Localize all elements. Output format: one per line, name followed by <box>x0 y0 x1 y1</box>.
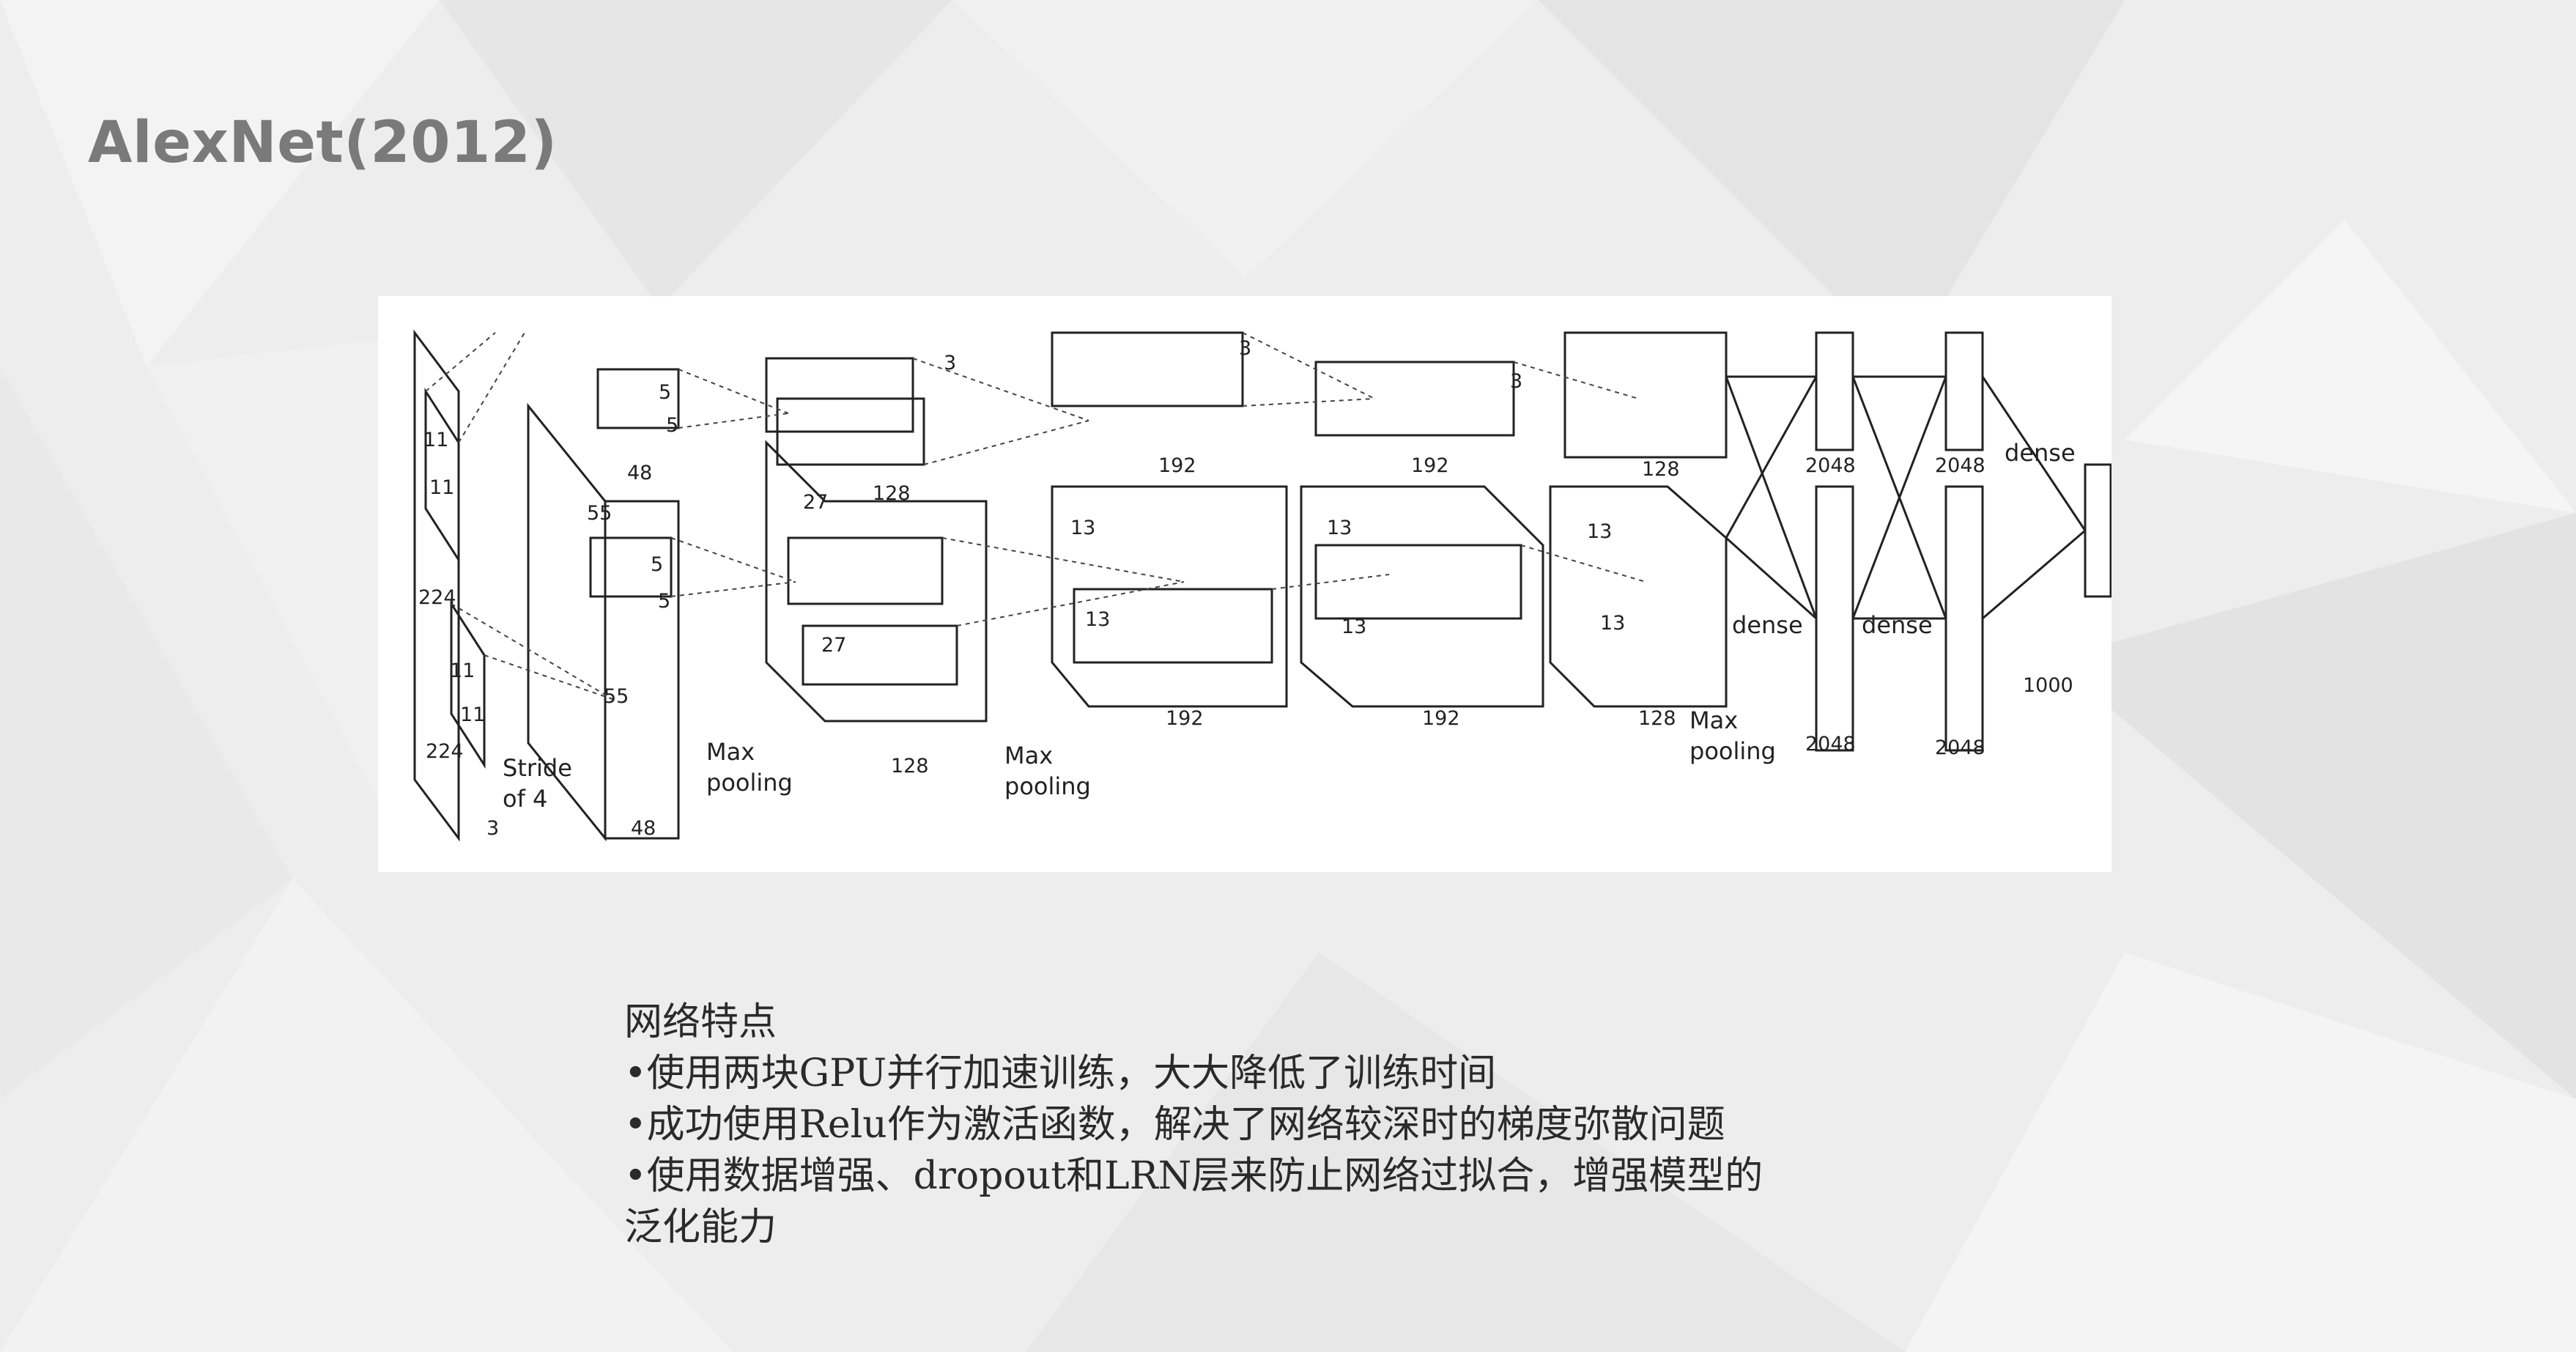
conv3-size: 13 <box>1070 517 1095 539</box>
input-depth: 3 <box>486 817 499 840</box>
output-dense-label: dense <box>2005 439 2076 467</box>
slide-title: AlexNet(2012) <box>88 110 558 176</box>
notes-item-4: 泛化能力 <box>624 1205 777 1249</box>
conv5-size-b: 13 <box>1600 612 1625 635</box>
fc1-bottom <box>1815 485 1854 752</box>
fc2-bottom <box>1944 485 1984 752</box>
conv4-depth-bottom: 192 <box>1422 707 1460 730</box>
conv3-size-b: 13 <box>1085 608 1110 631</box>
notes-item-3: •使用数据增强、dropout和LRN层来防止网络过拟合，增强模型的 <box>624 1154 1763 1198</box>
conv1-depth-bottom: 48 <box>631 817 656 840</box>
conv1-kernel-c: 5 <box>651 553 663 576</box>
fc1-top <box>1815 331 1854 451</box>
network-features-notes: 网络特点 •使用两块GPU并行加速训练，大大降低了训练时间 •成功使用Relu作… <box>624 997 1943 1253</box>
conv3-depth-top: 192 <box>1158 454 1196 477</box>
fc1-bottom-units: 2048 <box>1805 733 1856 756</box>
alexnet-architecture-diagram: 11 11 224 11 11 224 3 Stride of 4 5 5 48… <box>378 296 2111 872</box>
input-kernel-c: 11 <box>450 660 475 682</box>
conv4-size: 13 <box>1327 517 1352 539</box>
conv3-top-block <box>1051 331 1244 407</box>
conv1-kernel-b: 5 <box>666 414 678 437</box>
conv2-size-b: 27 <box>821 634 846 657</box>
conv2-top-block <box>765 357 914 433</box>
conv4-depth-top: 192 <box>1411 454 1449 477</box>
fc2-top <box>1944 331 1984 451</box>
output-layer <box>2084 463 2111 598</box>
notes-item-2: •成功使用Relu作为激活函数，解决了网络较深时的梯度弥散问题 <box>624 1103 1725 1147</box>
notes-item-1: •使用两块GPU并行加速训练，大大降低了训练时间 <box>624 1052 1497 1096</box>
conv5-size: 13 <box>1587 520 1612 543</box>
conv1-top-block <box>596 368 680 429</box>
pool3-label-1: Max <box>1689 706 1738 734</box>
conv3-kernel: 3 <box>1239 337 1251 360</box>
input-size-b: 224 <box>426 740 464 763</box>
input-kernel-b: 11 <box>429 476 454 499</box>
pool3-label-2: pooling <box>1689 737 1776 765</box>
conv1-size-b: 55 <box>604 685 629 708</box>
stride-label-2: of 4 <box>503 785 547 813</box>
conv5-depth-top: 128 <box>1642 458 1680 481</box>
conv2-depth-bottom: 128 <box>891 755 929 777</box>
conv4-kernel: 3 <box>1510 370 1522 393</box>
conv5-bottom-block <box>1549 485 1728 708</box>
output-units: 1000 <box>2023 674 2073 697</box>
conv3-depth-bottom: 192 <box>1166 707 1204 730</box>
fc2-dense-label: dense <box>1862 611 1933 639</box>
conv1-kernel-d: 5 <box>658 590 670 613</box>
input-kernel-d: 11 <box>460 703 485 726</box>
pool1-label-2: pooling <box>706 769 793 797</box>
conv4-top-block <box>1314 361 1515 437</box>
fc2-bottom-units: 2048 <box>1935 736 1985 759</box>
input-size-a: 224 <box>418 586 456 609</box>
pool1-label-1: Max <box>706 738 755 766</box>
conv1-size: 55 <box>587 502 612 525</box>
pool2-label-2: pooling <box>1004 772 1091 800</box>
conv1-kernel-a: 5 <box>659 381 671 404</box>
conv2-depth-top: 128 <box>873 482 911 505</box>
fc1-top-units: 2048 <box>1805 454 1856 477</box>
conv2-size: 27 <box>803 491 828 514</box>
notes-heading: 网络特点 <box>624 1000 777 1044</box>
pool2-label-1: Max <box>1004 742 1053 769</box>
architecture-svg: 11 11 224 11 11 224 3 Stride of 4 5 5 48… <box>413 329 2111 842</box>
input-volume <box>413 329 460 842</box>
input-kernel-a: 11 <box>423 429 448 451</box>
fc1-dense-label: dense <box>1732 611 1803 639</box>
stride-label-1: Stride <box>503 754 572 782</box>
conv4-size-b: 13 <box>1341 616 1366 638</box>
conv2-kernel-top: 3 <box>944 352 956 374</box>
fc2-top-units: 2048 <box>1935 454 1985 477</box>
conv1-depth-top: 48 <box>627 462 652 484</box>
conv5-depth-bottom: 128 <box>1638 707 1676 730</box>
